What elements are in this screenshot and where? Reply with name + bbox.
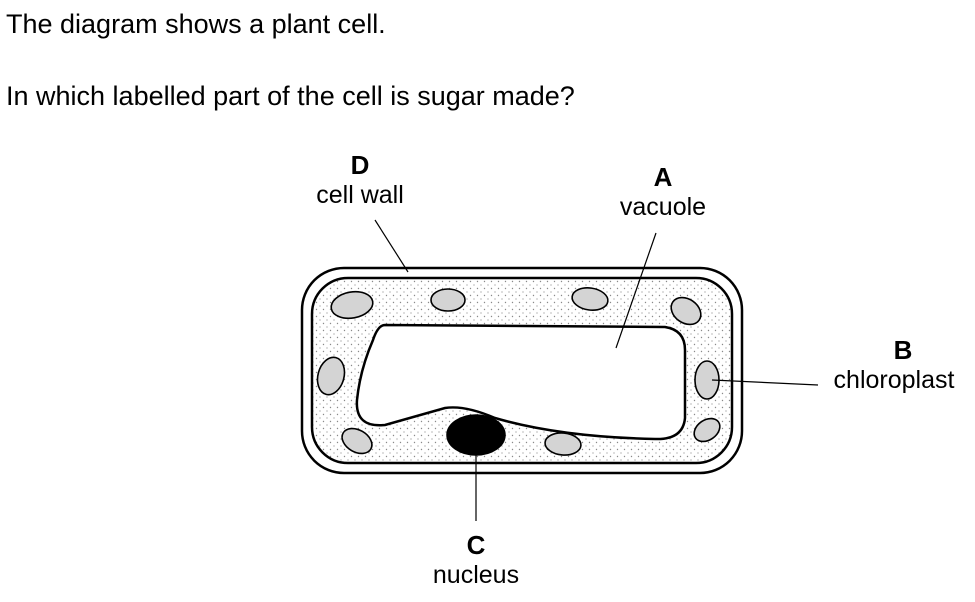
chloroplast: [544, 432, 582, 456]
label-b-letter: B: [893, 335, 913, 365]
chloroplast: [670, 296, 702, 326]
label-b: B chloroplast: [818, 335, 970, 395]
label-line-b: [711, 379, 819, 386]
question-prompt: In which labelled part of the cell is su…: [6, 81, 575, 111]
label-c-name: nucleus: [432, 561, 520, 589]
label-line-d: [374, 219, 409, 273]
chloroplast: [341, 427, 373, 455]
label-d: D cell wall: [290, 150, 430, 210]
label-a-name: vacuole: [619, 193, 707, 221]
label-a: A vacuole: [593, 162, 733, 222]
chloroplasts: [316, 287, 721, 456]
question-intro: The diagram shows a plant cell.: [6, 9, 386, 39]
label-a-letter: A: [653, 162, 673, 192]
label-c-letter: C: [466, 530, 486, 560]
chloroplast: [316, 356, 346, 396]
chloroplast: [430, 288, 466, 312]
label-d-name: cell wall: [316, 181, 404, 209]
chloroplast: [330, 290, 374, 320]
label-b-name: chloroplast: [833, 366, 955, 394]
label-lines: [374, 219, 819, 521]
chloroplast: [571, 287, 609, 311]
chloroplast: [693, 417, 721, 443]
label-c: C nucleus: [406, 530, 546, 590]
label-line-a: [615, 232, 657, 349]
vacuole: [355, 323, 687, 441]
label-d-letter: D: [350, 150, 370, 180]
nucleus: [446, 414, 506, 456]
